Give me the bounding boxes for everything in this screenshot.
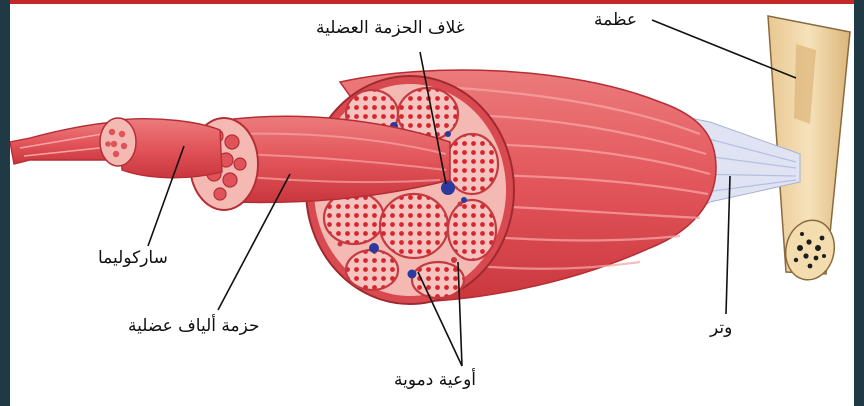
label-sarcolemma: ساركوليما <box>98 248 168 268</box>
diagram-canvas: عظمة غلاف الحزمة العضلية ساركوليما حزمة … <box>10 4 854 406</box>
label-blood-vessels: أوعية دموية <box>394 370 476 390</box>
label-fiber-bundle: حزمة ألياف عضلية <box>128 316 260 336</box>
muscle-fiber-shape <box>10 118 222 178</box>
muscle-anatomy-illustration <box>10 4 854 406</box>
label-bone: عظمة <box>594 10 637 30</box>
label-fascicle-sheath: غلاف الحزمة العضلية <box>316 18 465 38</box>
label-tendon: وتر <box>710 318 732 338</box>
